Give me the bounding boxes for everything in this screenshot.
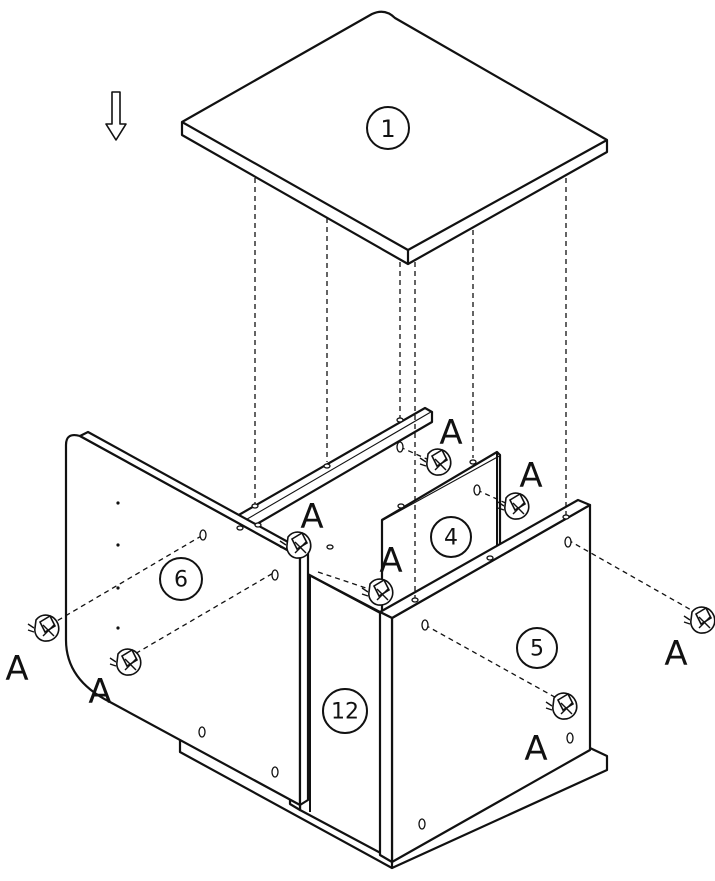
part-number-12: 12 [331, 700, 359, 725]
fastener-label: A [519, 456, 542, 496]
fastener-label: A [439, 413, 462, 453]
cam-lock-icon [27, 614, 60, 642]
part-number-4: 4 [444, 526, 458, 551]
part-label-front-divider: 12 [322, 688, 368, 734]
alignment-lines [49, 178, 701, 701]
fastener-labels: A A A A A A A A [5, 413, 687, 769]
cam-lock-icon [497, 492, 530, 520]
part-label-back: 4 [430, 516, 472, 558]
part-number-5: 5 [530, 637, 544, 662]
holes [116, 417, 574, 830]
middle-rail [228, 406, 434, 537]
cam-lock-icon [683, 606, 715, 634]
fastener-label: A [88, 672, 111, 712]
part-label-right-side: 5 [516, 627, 558, 669]
fastener-label: A [379, 541, 402, 581]
fastener-label: A [524, 729, 547, 769]
cam-lock-icon [361, 578, 394, 606]
fastener-label: A [5, 649, 28, 689]
part-label-top: 1 [366, 106, 410, 150]
part-number-6: 6 [174, 568, 188, 593]
right-side-panel-part-5 [378, 498, 592, 864]
down-arrow-icon [105, 91, 127, 141]
fastener-label: A [300, 497, 323, 537]
part-number-1: 1 [380, 115, 395, 143]
part-label-left-side: 6 [159, 557, 203, 601]
fastener-label: A [664, 634, 687, 674]
